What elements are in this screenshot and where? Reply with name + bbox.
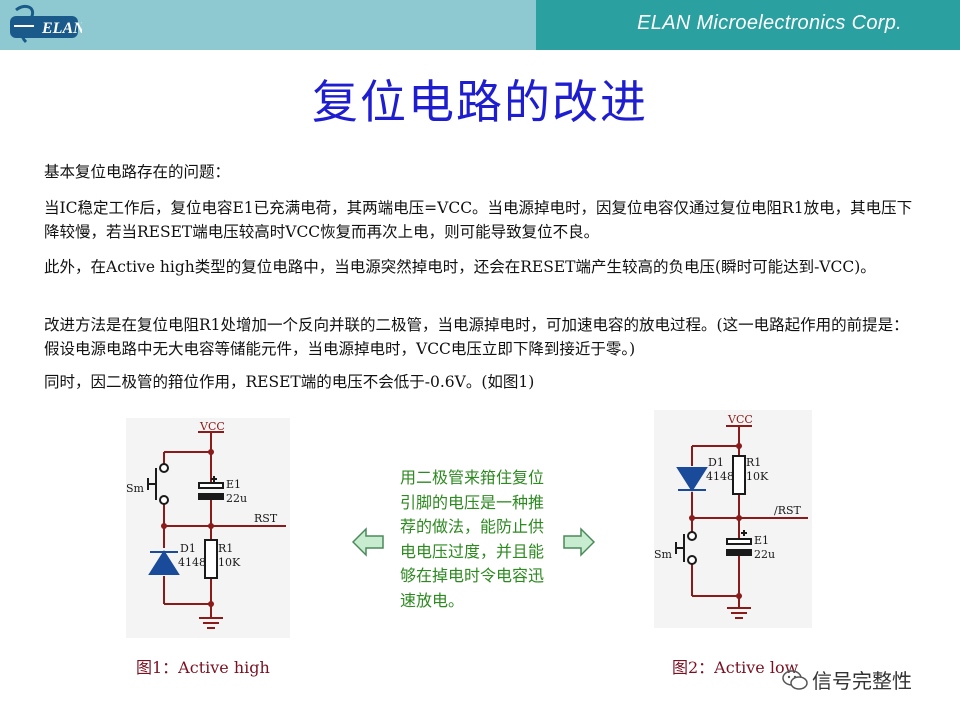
paragraph-problem-2: 此外，在Active high类型的复位电路中，当电源突然掉电时，还会在RESE… [44, 258, 876, 276]
header-left-band: ELAN [0, 0, 536, 50]
paragraph-problem-1: 当IC稳定工作后，复位电容E1已充满电荷，其两端电压=VCC。当电源掉电时，因复… [44, 199, 913, 241]
company-name: ELAN Microelectronics Corp. [637, 12, 902, 34]
wechat-icon [782, 670, 808, 690]
note-text: 用二极管来箝住复位引脚的电压是一种推荐的做法，能防止供电电压过度，并且能够在掉电… [400, 468, 545, 610]
fig2-vcc-label: VCC [727, 413, 753, 426]
page-title: 复位电路的改进 [312, 75, 648, 129]
fig1-rst-label: RST [254, 512, 278, 525]
fig2-sm-label: Sm [654, 548, 673, 561]
fig1-r1-value: 10K [218, 556, 241, 569]
fig1-r1-label: R1 [218, 542, 233, 555]
figure2-caption: 图2：Active low [672, 658, 799, 677]
fig2-d1-value: 4148 [706, 470, 734, 483]
fig2-e1-label: E1 [754, 534, 769, 547]
figure1-caption: 图1：Active high [136, 658, 270, 677]
figure2-panel: VCC D1 4148 R1 10K /RST Sm E1 22u [654, 410, 812, 628]
fig2-r1-value: 10K [746, 470, 769, 483]
arrow-left-icon [352, 527, 384, 557]
fig1-e1-label: E1 [226, 478, 241, 491]
paragraph-clamp: 同时，因二极管的箝位作用，RESET端的电压不会低于-0.6V。(如图1) [44, 373, 535, 391]
fig1-vcc-label: VCC [199, 420, 225, 433]
paragraph-problem-heading: 基本复位电路存在的问题： [44, 163, 231, 181]
fig1-d1-label: D1 [180, 542, 196, 555]
fig2-r1-label: R1 [746, 456, 761, 469]
header-right-band: ELAN Microelectronics Corp. [536, 0, 960, 50]
fig2-e1-value: 22u [754, 548, 775, 561]
figure2-schematic: VCC D1 4148 R1 10K /RST Sm E1 22u [654, 413, 808, 619]
watermark: 信号完整性 [782, 664, 912, 694]
fig1-sm-label: Sm [126, 482, 145, 495]
fig1-d1-value: 4148 [178, 556, 206, 569]
elan-logo: ELAN [10, 4, 82, 44]
figure1-panel: VCC Sm E1 22u RST D1 4148 R1 10K [126, 418, 290, 638]
paragraph-improvement: 改进方法是在复位电阻R1处增加一个反向并联的二极管，当电源掉电时，可加速电容的放… [44, 316, 909, 358]
figure1-schematic: VCC Sm E1 22u RST D1 4148 R1 10K [126, 420, 286, 629]
arrow-right-icon [563, 527, 595, 557]
fig2-d1-label: D1 [708, 456, 724, 469]
watermark-text: 信号完整性 [812, 669, 912, 693]
fig2-rst-label: /RST [774, 504, 802, 517]
fig1-e1-value: 22u [226, 492, 247, 505]
logo-text: ELAN [41, 20, 82, 37]
